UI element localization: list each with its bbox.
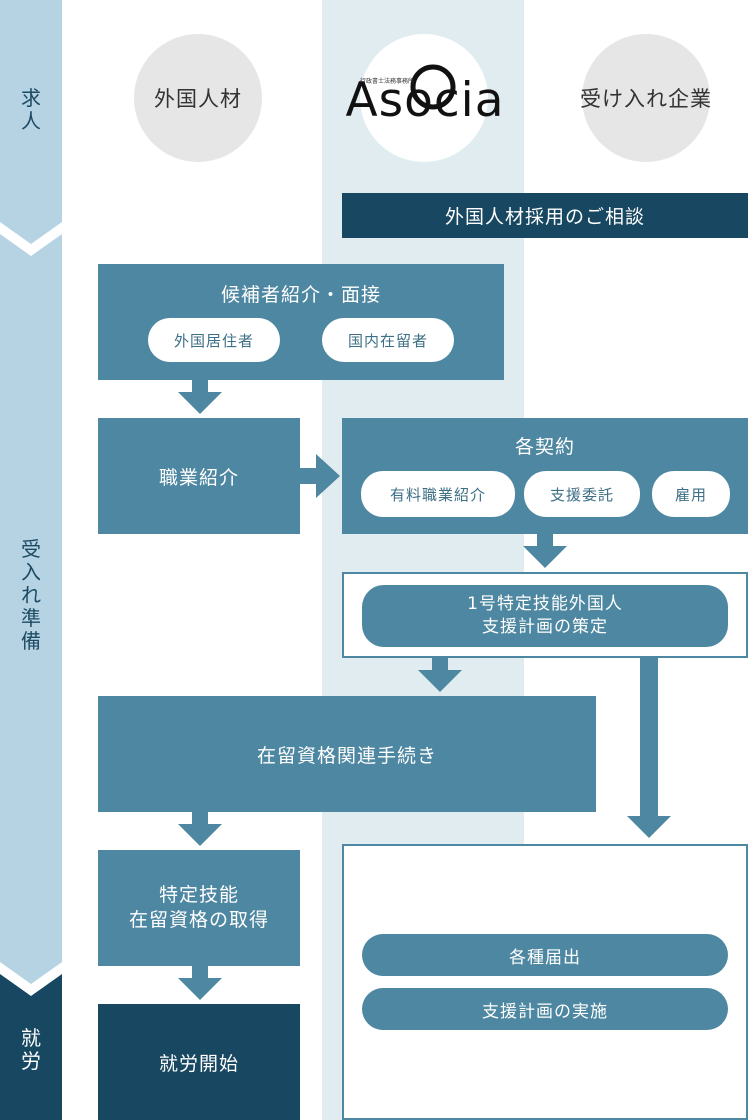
after-support-box: 各種届出 支援計画の実施 [342,844,748,1120]
consultation-label: 外国人材採用のご相談 [444,206,645,228]
option-overseas-resident: 外国居住者 [148,318,280,362]
start-work-box: 就労開始 [98,1004,300,1120]
residence-procedures-label: 在留資格関連手続き [256,744,437,767]
interview-box: 候補者紹介・面接 外国居住者 国内在留者 [98,264,504,380]
logo-ring-icon [410,64,456,110]
consultation-box: 外国人材採用のご相談 [342,193,748,238]
acquire-line-2: 在留資格の取得 [128,909,269,931]
contract-employment: 雇用 [652,471,730,517]
arrow-down-2 [523,534,567,568]
interview-title: 候補者紹介・面接 [220,283,381,306]
support-plan-pill: 1号特定技能外国人 支援計画の策定 [362,585,728,647]
job-intro-box: 職業紹介 [98,418,300,534]
option-domestic-resident: 国内在留者 [322,318,454,362]
start-work-label: 就労開始 [158,1052,239,1075]
arrow-down-1 [178,380,222,414]
support-plan-line-1: 1号特定技能外国人 [467,594,623,615]
support-plan-box: 1号特定技能外国人 支援計画の策定 [342,572,748,658]
phase-recruit-shape [0,0,62,244]
phase-work-label: 就労 [21,1026,41,1073]
arrow-down-long [627,658,671,838]
contracts-box: 各契約 有料職業紹介 支援委託 雇用 [342,418,748,534]
arrow-down-5 [178,966,222,1000]
acquire-line-1: 特定技能 [158,884,239,907]
after-notifications-pill: 各種届出 [362,934,728,976]
acquire-status-box: 特定技能 在留資格の取得 [98,850,300,966]
arrow-right-1 [300,454,340,498]
actor-company-circle: 受け入れ企業 [580,34,712,162]
asocia-logo: 行政書士法務事務所 Asocia [330,62,520,132]
phase-recruit-label: 求人 [21,86,41,133]
actor-foreign-circle: 外国人材 [134,34,262,162]
after-support-implementation-pill: 支援計画の実施 [362,988,728,1030]
contracts-title: 各契約 [514,435,575,458]
contract-paid-placement: 有料職業紹介 [361,471,515,517]
phase-bar [0,0,62,1120]
arrow-down-3 [418,658,462,692]
contract-support-consignment: 支援委託 [524,471,640,517]
arrow-down-4 [178,812,222,846]
phase-prep-label: 受入れ準備 [21,536,41,653]
residence-procedures-box: 在留資格関連手続き [98,696,596,812]
support-plan-line-2: 支援計画の策定 [482,617,608,637]
actor-asocia-circle [360,34,488,162]
job-intro-label: 職業紹介 [158,466,239,489]
logo-small-text: 行政書士法務事務所 [360,78,415,85]
actor-foreign-label: 外国人材 [154,87,242,111]
actor-company-label: 受け入れ企業 [580,87,712,111]
logo-main-text: Asocia [345,73,505,128]
phase-work-shape [0,974,62,1120]
phase-prep-shape [0,234,62,984]
